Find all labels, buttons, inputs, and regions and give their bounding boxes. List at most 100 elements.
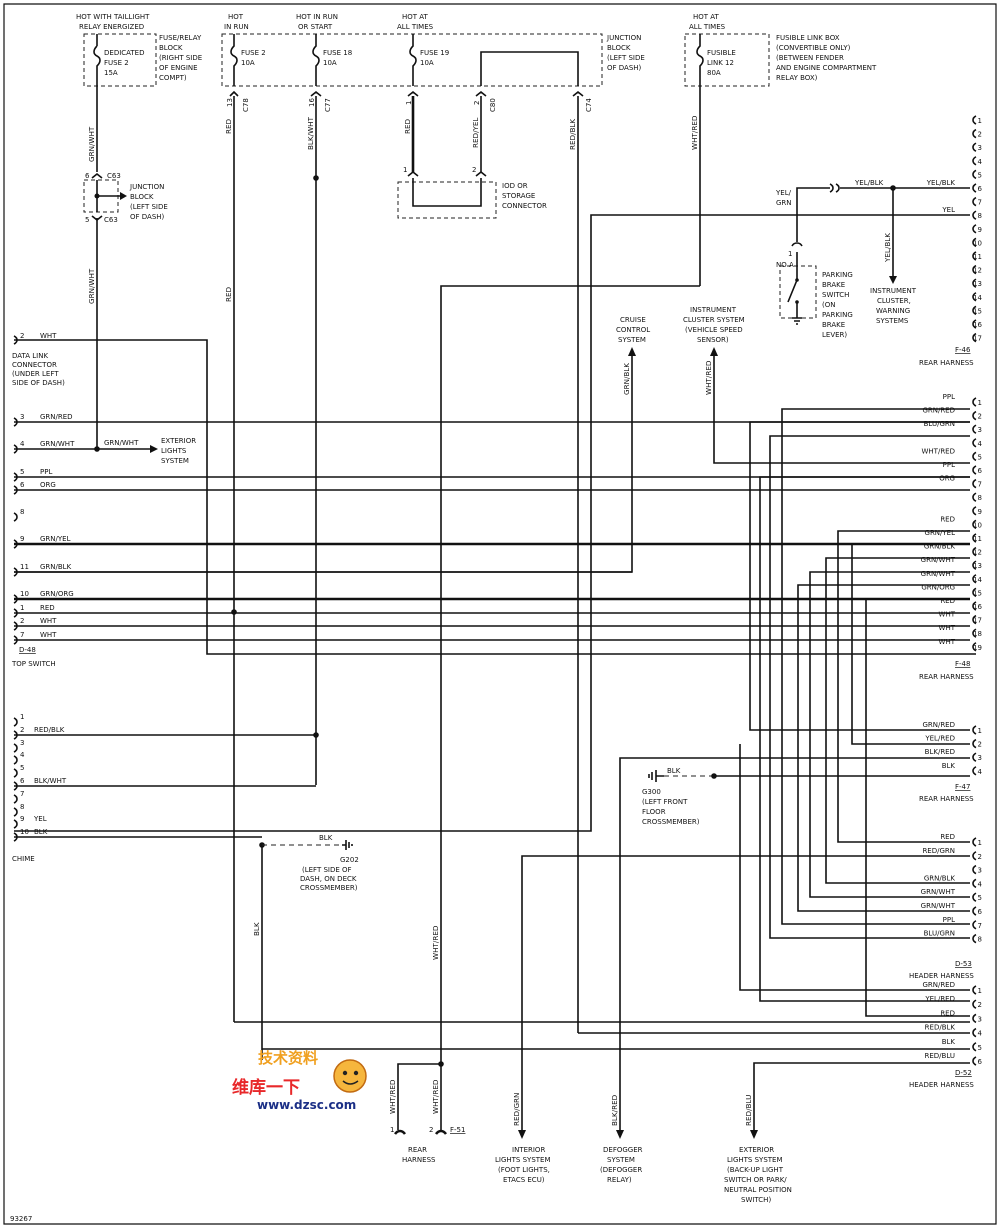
f48-pin-number: 3 [978,426,982,434]
svg-text:YEL/BLK: YEL/BLK [854,179,884,187]
f51-pin-1: 1 [390,1126,394,1134]
fuse-f2-line1: FUSE 2 [241,49,266,57]
chime-pin-5: 5 [14,764,24,777]
fusible-link-box [685,34,769,86]
f46-pin-number: 9 [978,226,982,234]
junction-block-top-label: JUNCTION BLOCK (LEFT SIDE OF DASH) [606,34,645,72]
f48-pin-number: 13 [973,562,982,570]
g300-label-2: (LEFT FRONT [642,798,688,806]
d53-pin-number: 5 [978,894,982,902]
fuse-f4-line2: 10A [420,59,434,67]
source-taillight-line1: HOT WITH TAILLIGHT [76,13,150,21]
d53-wire-label: PPL [943,916,955,924]
ground-g300: BLK G300 (LEFT FRONT FLOOR CROSSMEMBER) [642,767,970,826]
top-switch-pin-8: 8 [14,508,24,521]
f46-pin-14: 14 [973,293,983,302]
f46-pin-number: 7 [978,199,982,207]
f48-pin-number: 19 [973,644,982,652]
data-link-label-3: (UNDER LEFT [12,370,59,378]
chime-pin-1: 1 [14,713,24,726]
f46-pin-number: 6 [978,185,983,193]
g202-label-2: (LEFT SIDE OF [302,866,352,874]
top-switch-pin-number: 6 [20,481,25,489]
chime-pin-7: 7 [14,790,24,803]
top-switch-wire-label: ORG [40,481,56,489]
interior-lights-label-1: INTERIOR [512,1146,545,1154]
top-switch-pin-number: 2 [20,617,24,625]
watermark-url: www.dzsc.com [257,1098,356,1112]
source-run-start-line1: HOT IN RUN [296,13,338,21]
f51-name-1: REAR [408,1146,427,1154]
f46-wire-label: YEL/BLK [926,179,956,187]
chime-wire-label: YEL [33,815,47,823]
chime-pin-number: 2 [20,726,24,734]
c63-pin-5: 5 [85,216,89,224]
d52-wire-label: RED/BLK [925,1024,956,1032]
f48-wire-label: WHT/RED [922,447,956,455]
d52-pin-number: 4 [978,1030,983,1038]
watermark-badge: 技术资料 [258,1049,318,1067]
cruise-label-2: CONTROL [616,326,650,334]
f46-pin-4: 4 [973,157,983,166]
defogger-label-1: DEFOGGER [603,1146,643,1154]
data-link-pin: 2 [20,332,24,340]
source-run-line2: IN RUN [224,23,249,31]
connector-c63-bottom: C63 [104,216,118,224]
wire-red-yel-iod: RED/YEL [471,96,481,172]
wire-red-fuse2: RED RED [224,96,237,1022]
f48-wire-label: BLU/GRN [924,420,955,428]
source-run-start-line2: OR START [298,23,333,31]
d53-wire-label: GRN/BLK [924,874,956,882]
d53-connector: 1RED2RED/GRN34GRN/BLK5GRN/WHT6GRN/WHT7PP… [921,833,983,944]
fusible-box-label-5: RELAY BOX) [776,74,818,82]
source-all-times-2-line2: ALL TIMES [689,23,726,31]
interior-lights-label-3: (FOOT LIGHTS, [498,1166,550,1174]
f47-pin-number: 3 [978,754,982,762]
f48-pin-number: 15 [973,589,982,597]
instrument-speed-label-4: SENSOR) [697,336,729,344]
fuse-relay-label-3: (RIGHT SIDE [159,54,202,62]
svg-text:WHT/RED: WHT/RED [388,1079,397,1114]
parking-brake-label-1: PARKING [822,271,853,279]
g202-label-3: DASH, ON DECK [300,875,357,883]
top-switch-pin-number: 7 [20,631,24,639]
source-taillight-line2: RELAY ENERGIZED [79,23,144,31]
iod-pin-2: 2 [472,166,476,174]
wire-yel-chime [14,215,970,831]
connector-c77: C77 [324,98,332,112]
f51-connector: WHT/RED WHT/RED 1 2 F-51 REAR HARNESS [388,1064,465,1164]
junction-top-label-4: OF DASH) [607,64,642,72]
g300-label-4: CROSSMEMBER) [642,818,700,826]
diagram-frame [4,4,996,1224]
f46-pin-number: 4 [978,158,983,166]
top-switch-wire-label: GRN/YEL [40,535,71,543]
exterior-lights-branch: GRN/WHT EXTERIOR LIGHTS SYSTEM [94,437,196,465]
top-switch-pin-number: 1 [20,604,24,612]
f48-wire-label: ORG [939,475,955,483]
data-link-wire: WHT [40,332,57,340]
f48-pin-8: 8 [973,493,982,502]
f48-wire-label: GRN/BLK [924,543,956,551]
f46-pin-number: 10 [973,239,982,247]
fuse-relay-label-5: COMPT) [159,74,187,82]
f46-pin-12: 12 [973,266,982,275]
top-switch-pin-number: 10 [20,590,29,598]
chime-wire-label: BLK/WHT [34,777,67,785]
f47-wire-label: YEL/RED [924,735,955,743]
f46-pin-17: 17 [973,334,982,343]
watermark-mascot [333,1059,367,1093]
